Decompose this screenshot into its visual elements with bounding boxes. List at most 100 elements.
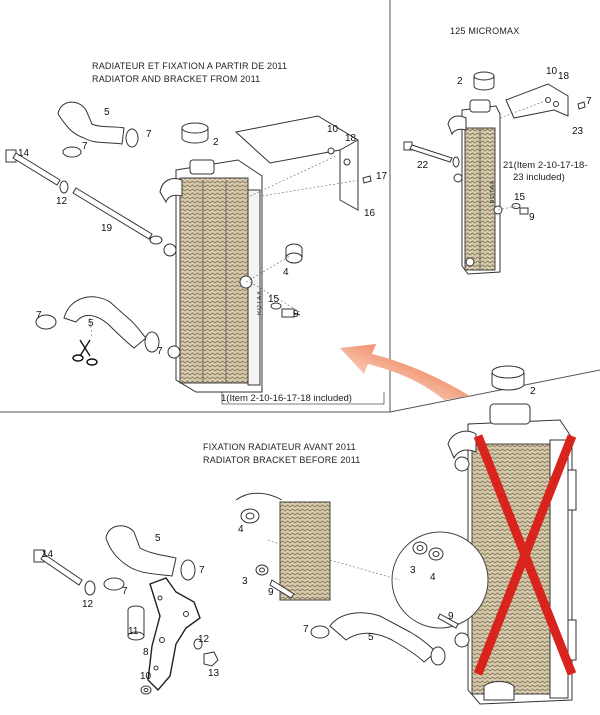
callout-number: 8 xyxy=(143,647,149,658)
brand-mark: ROTAX xyxy=(257,290,263,316)
callout-number: 18 xyxy=(558,71,570,82)
hose-clamp xyxy=(144,331,160,353)
callout-number: 10 xyxy=(140,671,152,682)
panel-caption-line2: 23 included) xyxy=(513,172,565,183)
detail-zoom-circle xyxy=(391,531,489,629)
brand-mark: ROTAX xyxy=(490,180,496,204)
panel-bottom-left-art xyxy=(33,525,219,695)
leader-lines xyxy=(497,99,549,211)
callout-number: 5 xyxy=(155,533,161,544)
nut-10 xyxy=(140,685,152,695)
callout-number: 22 xyxy=(417,160,429,171)
callout-number: 9 xyxy=(268,587,274,598)
callout-number: 7 xyxy=(199,565,205,576)
screw-9 xyxy=(270,302,301,318)
panel-top-left-art xyxy=(5,101,385,405)
callout-number: 4 xyxy=(283,267,289,278)
callout-number: 23 xyxy=(572,126,584,137)
bolt-22 xyxy=(403,141,460,168)
callout-number: 5 xyxy=(368,632,374,643)
screw-17 xyxy=(362,175,372,184)
panel-dividers xyxy=(0,0,600,413)
callout-number: 12 xyxy=(198,634,210,645)
panel-title-fr: FIXATION RADIATEUR AVANT 2011 xyxy=(203,442,356,452)
change-direction-arrow xyxy=(340,344,470,400)
panel-title-en: RADIATOR AND BRACKET FROM 2011 xyxy=(92,74,261,84)
upper-hose xyxy=(105,525,177,577)
callout-number: 10 xyxy=(327,124,339,135)
hose-clamp xyxy=(35,314,57,330)
spacer-11 xyxy=(127,605,145,641)
bolt-14 xyxy=(5,149,61,186)
leader-lines xyxy=(267,539,401,581)
callout-number: 7 xyxy=(36,310,42,321)
callout-number: 2 xyxy=(530,386,536,397)
nut-13 xyxy=(203,651,219,667)
panel-caption: 1(Item 2-10-16-17-18 included) xyxy=(221,393,352,404)
callout-number: 7 xyxy=(146,129,152,140)
callout-number: 7 xyxy=(303,624,309,635)
bracket-23 xyxy=(505,83,569,119)
callout-number: 19 xyxy=(101,223,113,234)
callout-number: 7 xyxy=(157,346,163,357)
hose-clamp xyxy=(103,577,125,591)
hose-clamp xyxy=(62,146,82,158)
grommet xyxy=(285,243,303,264)
grommet xyxy=(412,541,444,561)
hose-clamp xyxy=(180,559,196,581)
hose-clamp xyxy=(125,128,139,148)
hose-clamp xyxy=(430,646,446,666)
callout-number: 14 xyxy=(18,148,30,159)
screw-9 xyxy=(437,613,459,629)
divider-horizontal-right xyxy=(389,369,600,413)
screw-9 xyxy=(511,203,529,215)
callout-number: 3 xyxy=(242,576,248,587)
hose-clamp xyxy=(310,625,330,639)
spacer xyxy=(255,564,269,576)
tie-rod-19 xyxy=(72,187,163,245)
callout-number: 17 xyxy=(376,171,388,182)
callout-number: 7 xyxy=(82,141,88,152)
callout-number: 9 xyxy=(529,212,535,223)
panel-title-en: RADIATOR BRACKET BEFORE 2011 xyxy=(203,455,361,465)
washer xyxy=(84,580,96,596)
lower-hose xyxy=(63,296,147,349)
bracket-16 xyxy=(234,115,359,211)
bracket-8 xyxy=(147,577,201,692)
callout-number: 10 xyxy=(546,66,558,77)
panel-bottom-right-art xyxy=(310,365,577,705)
callout-number: 9 xyxy=(293,309,299,320)
panel-title-fr: RADIATEUR ET FIXATION A PARTIR DE 2011 xyxy=(92,61,288,71)
callout-number: 12 xyxy=(56,196,68,207)
callout-number: 11 xyxy=(128,626,139,637)
washer xyxy=(193,638,203,650)
radiator-cap xyxy=(181,122,209,144)
leader-lines xyxy=(89,155,361,339)
radiator-cap xyxy=(473,71,495,91)
callout-number: 4 xyxy=(238,524,244,535)
callout-number: 3 xyxy=(410,565,416,576)
panel-title-micromax: 125 MICROMAX xyxy=(450,26,520,36)
callout-number: 14 xyxy=(42,549,54,560)
callout-number: 5 xyxy=(104,107,110,118)
callout-number: 2 xyxy=(457,76,463,87)
callout-number: 12 xyxy=(82,599,94,610)
washer xyxy=(59,180,69,194)
scissors-icon xyxy=(72,339,98,366)
panel-top-right-art xyxy=(403,71,586,275)
radiator-from-2011 xyxy=(159,159,263,393)
callout-number: 5 xyxy=(88,318,94,329)
radiator-cap xyxy=(491,365,525,391)
callout-number: 9 xyxy=(448,611,454,622)
bolt-14 xyxy=(33,549,83,586)
lower-hose xyxy=(329,612,437,663)
callout-number: 4 xyxy=(430,572,436,583)
grommet xyxy=(240,508,260,524)
screw-9 xyxy=(269,579,295,599)
callout-number: 15 xyxy=(268,294,280,305)
upper-hose xyxy=(57,101,125,145)
panel-caption-line1: 21(Item 2-10-17-18- xyxy=(503,160,588,171)
callout-number: 16 xyxy=(364,208,376,219)
